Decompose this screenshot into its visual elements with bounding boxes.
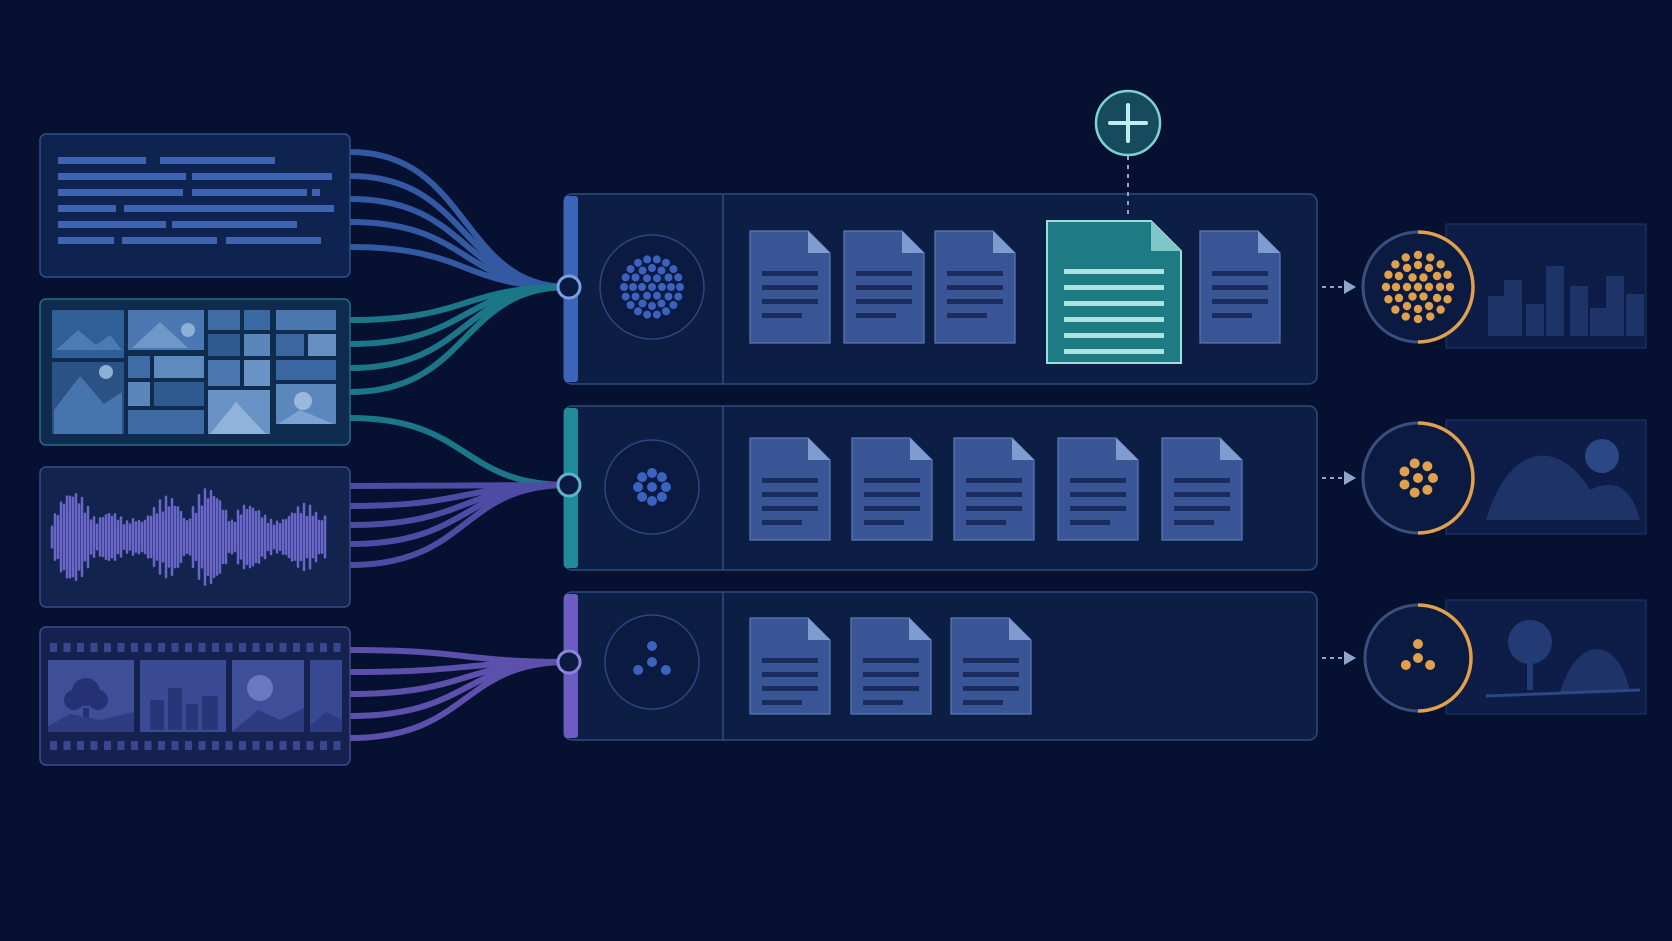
highlighted-document-icon — [1046, 220, 1182, 364]
tree-hill-icon — [1445, 599, 1647, 715]
audio-waveform-icon — [50, 488, 327, 586]
document-icon — [950, 617, 1032, 715]
image-collage-icon — [52, 310, 336, 434]
medium-dot-cluster-icon — [604, 439, 700, 535]
city-skyline-icon — [1445, 223, 1647, 349]
source-text-card[interactable] — [39, 133, 351, 278]
dense-dot-cluster-icon — [599, 234, 705, 340]
output-cluster-icon — [1363, 603, 1473, 713]
document-icon — [1057, 437, 1139, 541]
plus-icon — [1108, 103, 1148, 143]
connector-node — [556, 274, 582, 300]
source-image-card[interactable] — [39, 298, 351, 446]
document-icon — [749, 617, 831, 715]
source-connectors — [347, 149, 571, 741]
text-lines-icon — [58, 157, 334, 244]
output-list — [1322, 223, 1647, 715]
source-video-card[interactable] — [39, 626, 351, 766]
source-audio-card[interactable] — [39, 466, 351, 608]
output-cluster-icon — [1361, 421, 1475, 535]
bucket-row — [556, 193, 1318, 385]
connector-node — [556, 472, 582, 498]
document-icon — [850, 617, 932, 715]
output-item — [1322, 419, 1647, 535]
document-icon — [843, 230, 925, 344]
bucket-row — [556, 591, 1318, 741]
document-icon — [749, 230, 831, 344]
arrow-head-icon — [1344, 280, 1356, 294]
document-icon — [1161, 437, 1243, 541]
document-icon — [851, 437, 933, 541]
hills-sun-icon — [1445, 419, 1647, 535]
film-strip-icon — [48, 643, 342, 750]
document-icon — [1199, 230, 1281, 344]
add-document-button[interactable] — [1094, 89, 1162, 218]
connector-node — [556, 649, 582, 675]
output-item — [1322, 223, 1647, 349]
document-icon — [749, 437, 831, 541]
arrow-head-icon — [1344, 651, 1356, 665]
output-item — [1322, 599, 1647, 715]
arrow-head-icon — [1344, 471, 1356, 485]
document-icon — [953, 437, 1035, 541]
bucket-row — [556, 405, 1318, 571]
sparse-dot-cluster-icon — [604, 614, 700, 710]
output-cluster-icon — [1361, 230, 1475, 344]
bucket-list — [556, 193, 1318, 741]
document-icon — [934, 230, 1016, 344]
